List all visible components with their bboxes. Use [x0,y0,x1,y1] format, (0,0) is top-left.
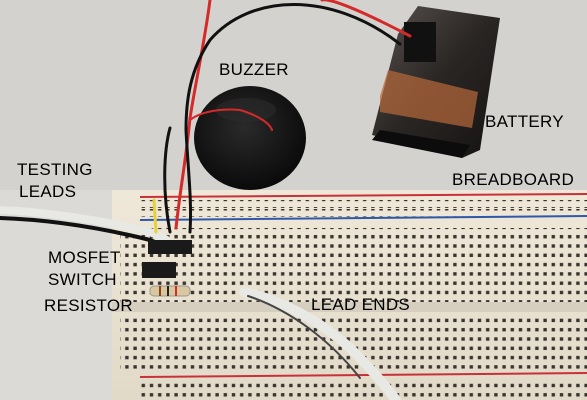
testing-leads-label-line2: LEADS [19,182,77,201]
mosfet-switch [142,240,192,278]
wires [0,0,412,400]
battery [372,6,500,158]
mosfet-label-line1: MOSFET [48,248,121,267]
resistor-label: RESISTOR [44,296,133,315]
breadboard-label: BREADBOARD [452,170,575,189]
resistor [149,285,191,297]
buzzer [194,86,306,190]
battery-label: BATTERY [485,112,564,131]
mosfet-label-line2: SWITCH [48,270,117,289]
testing-leads-label-line1: TESTING [17,160,93,179]
buzzer-label: BUZZER [219,60,289,79]
lead-ends-label: LEAD ENDS [311,295,411,314]
